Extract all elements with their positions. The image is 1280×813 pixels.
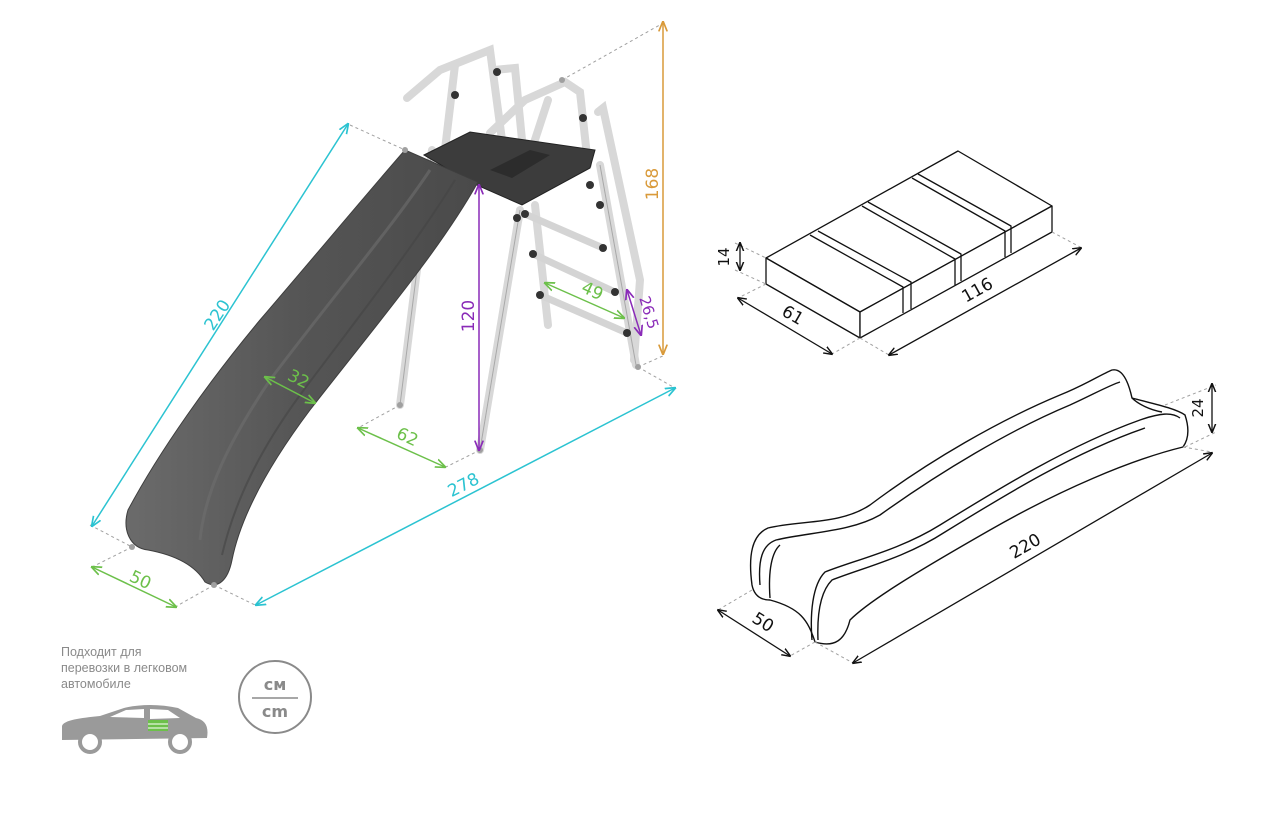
dim-line-bottom-width: [92, 567, 176, 607]
unit-cyrillic: см: [264, 675, 287, 694]
dim-label-footprint-width: 62: [393, 424, 421, 451]
dim-line-slide-part-width: [718, 610, 790, 656]
car-note-line-3: автомобиле: [61, 677, 131, 691]
car-note-line-2: перевозки в легковом: [61, 661, 187, 675]
assembled-slide-illustration: [125, 44, 645, 586]
units-badge: см cm: [238, 660, 312, 734]
dim-label-platform-height: 120: [459, 300, 479, 332]
car-note-line-1: Подходит для: [61, 645, 142, 659]
slide-body: [125, 149, 479, 586]
dim-label-bottom-width: 50: [126, 567, 154, 594]
dim-line-total-length: [256, 388, 675, 605]
package-box-illustration: [765, 150, 1053, 339]
car-with-box-icon: [62, 705, 208, 754]
dim-line-step-spacing: [627, 290, 641, 335]
dim-label-total-height: 168: [643, 168, 663, 200]
dim-label-slide-length: 220: [201, 296, 235, 334]
dim-label-ladder-width: 49: [578, 278, 606, 305]
dim-label-slide-part-length: 220: [1006, 530, 1044, 564]
slide-part-illustration: [749, 369, 1189, 645]
dim-line-package-length: [889, 248, 1081, 355]
unit-latin: cm: [262, 702, 288, 721]
car-transport-note: Подходит для перевозки в легковом автомо…: [61, 645, 208, 754]
dim-line-ladder-width: [545, 283, 624, 318]
dim-line-package-width: [738, 298, 832, 354]
dim-label-package-height: 14: [715, 247, 733, 266]
dim-label-package-width: 61: [778, 302, 807, 330]
dim-line-slide-part-length: [853, 453, 1212, 663]
dim-label-slide-part-height: 24: [1189, 398, 1207, 417]
dim-line-slide-length: [92, 124, 348, 526]
